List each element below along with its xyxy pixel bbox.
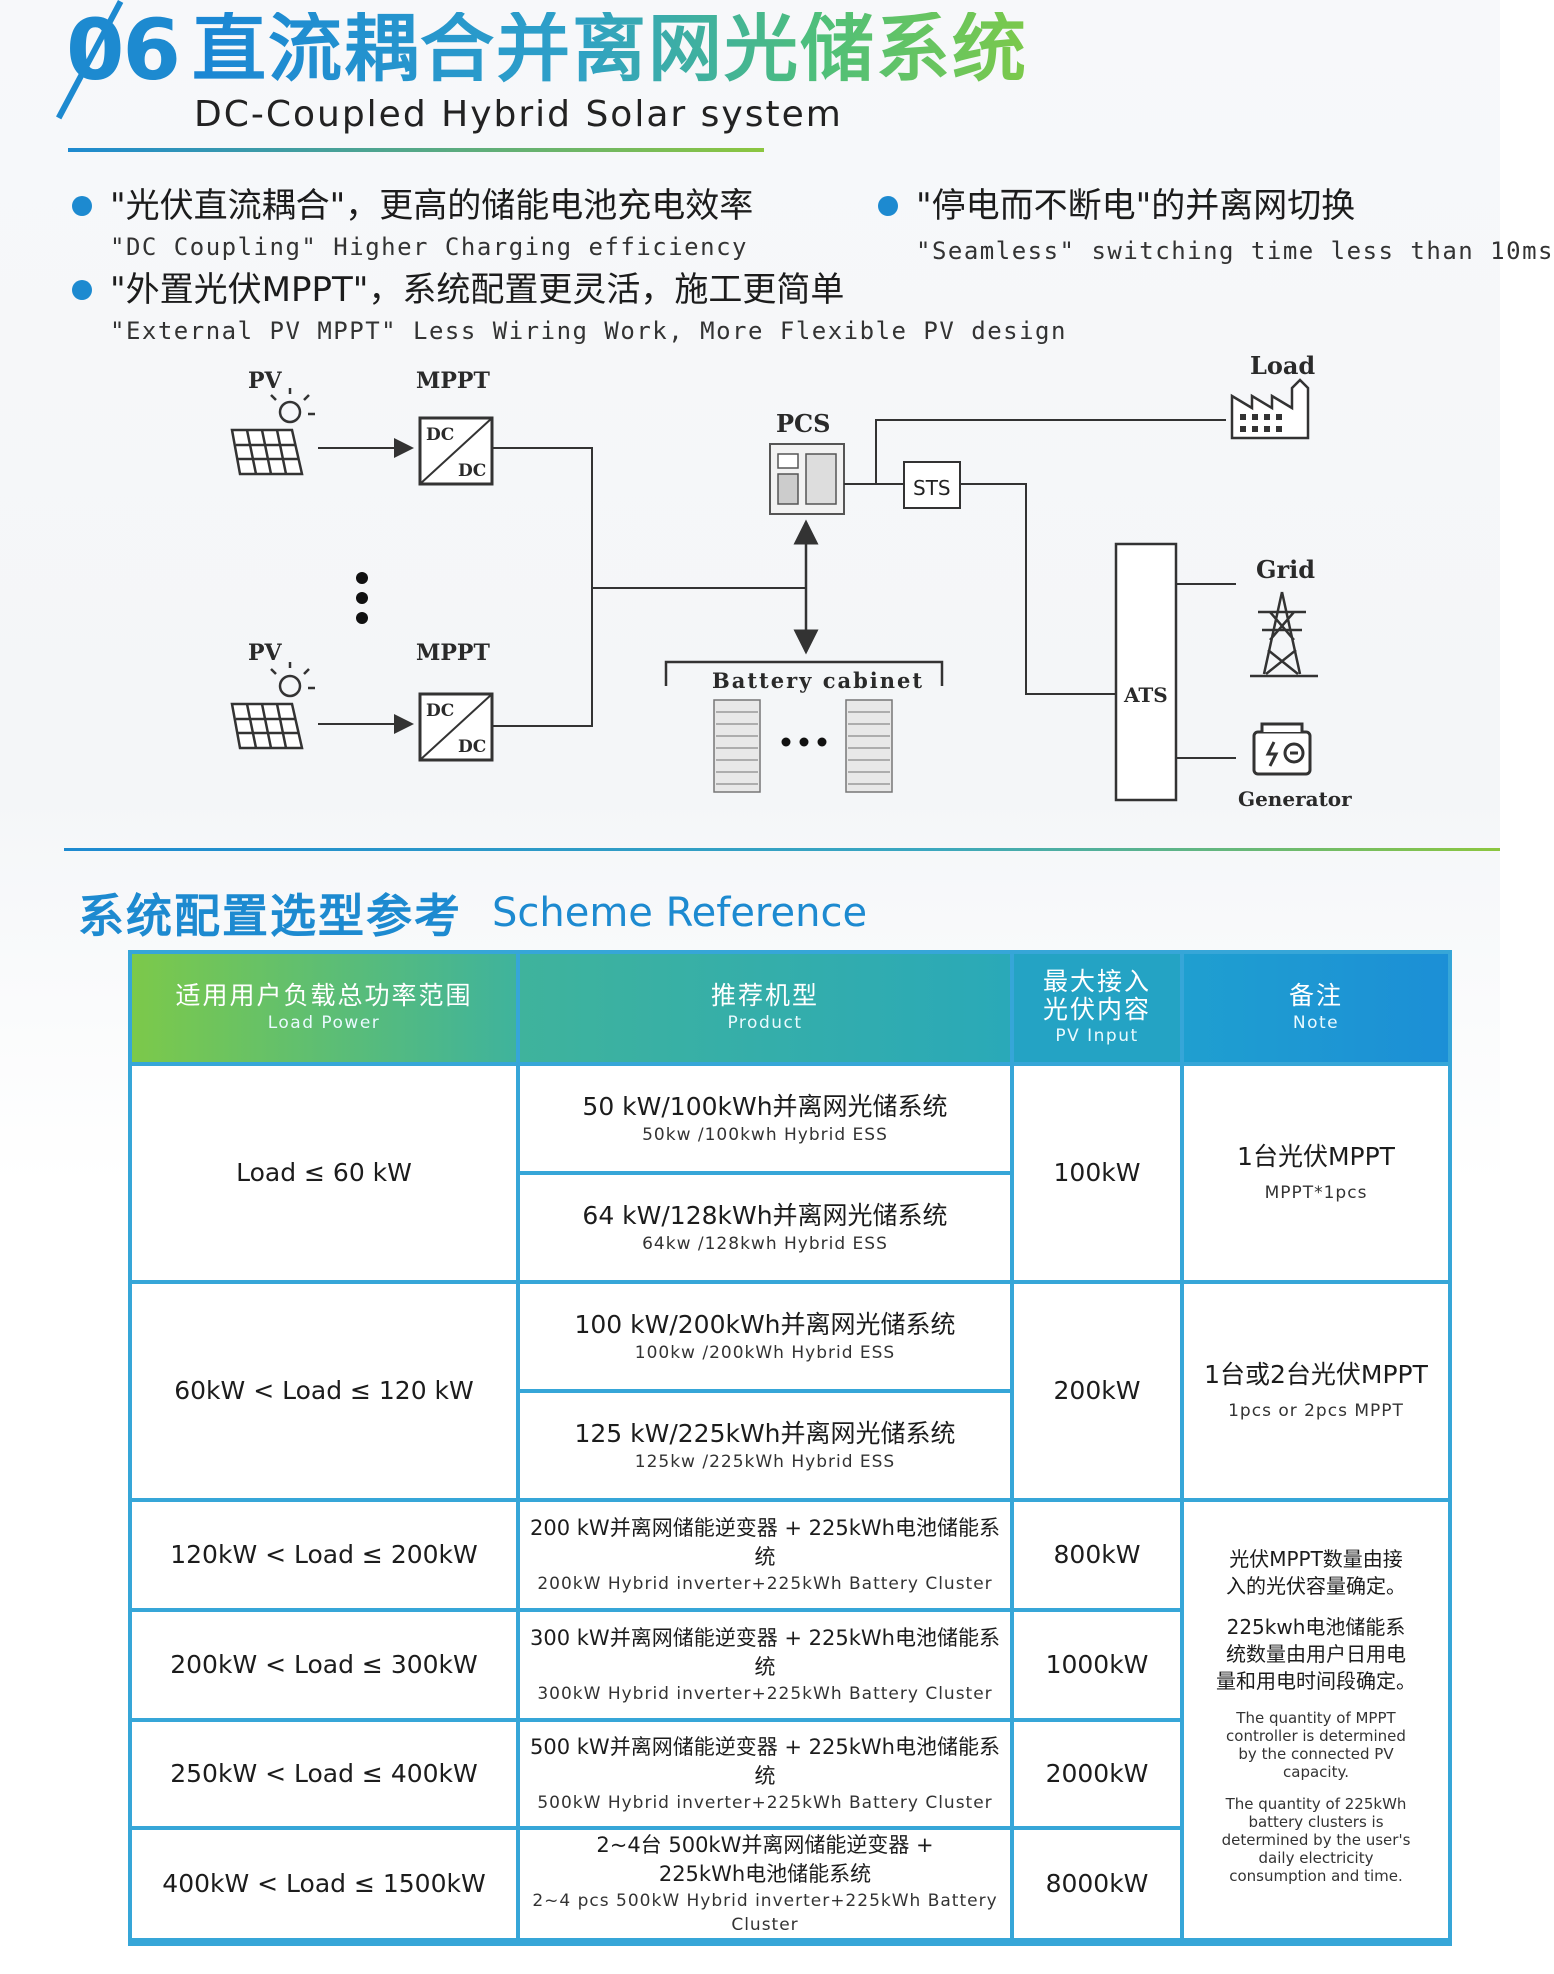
battery-rack-icon-right: [845, 699, 893, 793]
product-cell: 100 kW/200kWh并离网光储系统 100kw /200kWh Hybri…: [520, 1284, 1010, 1389]
product-cell: 200 kW并离网储能逆变器 + 225kWh电池储能系统 200kW Hybr…: [520, 1502, 1010, 1608]
load-label: Load: [1250, 351, 1315, 380]
sts-box: [903, 461, 961, 509]
grid-label: Grid: [1256, 555, 1315, 584]
product-cell: 500 kW并离网储能逆变器 + 225kWh电池储能系统 500kW Hybr…: [520, 1722, 1010, 1826]
more-pv-ellipsis-icon: [356, 572, 368, 624]
header-note: 备注 Note: [1184, 954, 1448, 1062]
pv-input-cell: 800kW: [1014, 1502, 1180, 1608]
table-row-load: 60kW < Load ≤ 120 kW: [132, 1284, 516, 1498]
feature-en: "DC Coupling" Higher Charging efficiency: [110, 233, 748, 261]
svg-text:DC: DC: [458, 737, 486, 757]
product-cell: 300 kW并离网储能逆变器 + 225kWh电池储能系统 300kW Hybr…: [520, 1612, 1010, 1718]
pv-input-cell: 200kW: [1014, 1284, 1180, 1498]
svg-text:DC: DC: [426, 425, 454, 445]
bullet-dot-icon: [72, 196, 92, 216]
mppt-label-top: MPPT: [416, 368, 490, 394]
note-cell-merged: 光伏MPPT数量由接 入的光伏容量确定。 225kwh电池储能系 统数量由用户日…: [1184, 1502, 1448, 1938]
solar-panel-icon-bottom: [230, 662, 315, 750]
feature-zh: "光伏直流耦合"，更高的储能电池充电效率: [110, 186, 754, 226]
product-cell: 50 kW/100kWh并离网光储系统 50kw /100kwh Hybrid …: [520, 1066, 1010, 1171]
feature-external-mppt: "外置光伏MPPT"，系统配置更灵活，施工更简单 "External PV MP…: [72, 266, 1067, 348]
feature-dc-coupling: "光伏直流耦合"，更高的储能电池充电效率 "DC Coupling" Highe…: [72, 182, 753, 264]
dc-dc-converter-icon-top: DC DC: [418, 416, 494, 486]
mppt-label-bottom: MPPT: [416, 640, 490, 666]
svg-text:DC: DC: [426, 701, 454, 721]
pv-label-top: PV: [248, 368, 283, 394]
table-row-load: Load ≤ 60 kW: [132, 1066, 516, 1280]
scheme-title-zh: 系统配置选型参考: [78, 889, 462, 943]
sts-label: STS: [913, 476, 951, 500]
pv-label-bottom: PV: [248, 640, 283, 666]
battery-rack-icon-left: [713, 699, 761, 793]
system-diagram: PV MPPT DC DC PV MPP: [230, 351, 1352, 811]
generator-icon: [1252, 722, 1312, 776]
battery-cabinet-label: Battery cabinet: [712, 668, 924, 693]
product-cell: 64 kW/128kWh并离网光储系统 64kw /128kwh Hybrid …: [520, 1175, 1010, 1280]
table-row-load: 120kW < Load ≤ 200kW: [132, 1502, 516, 1608]
page-title: 直流耦合并离网光储系统: [192, 6, 1028, 92]
bullet-dot-icon: [878, 196, 898, 216]
ats-box: [1114, 542, 1178, 802]
pcs-label: PCS: [776, 409, 830, 438]
header-product: 推荐机型 Product: [520, 954, 1010, 1062]
feature-zh: "外置光伏MPPT"，系统配置更灵活，施工更简单: [110, 270, 845, 310]
page-subtitle: DC-Coupled Hybrid Solar system: [194, 94, 843, 135]
table-row-load: 400kW < Load ≤ 1500kW: [132, 1830, 516, 1938]
header-underline: [68, 148, 764, 152]
pv-input-cell: 8000kW: [1014, 1830, 1180, 1938]
power-tower-grid-icon: [1250, 591, 1318, 678]
bullet-dot-icon: [72, 280, 92, 300]
factory-load-icon: [1230, 378, 1310, 440]
section-number: 06: [66, 1, 181, 99]
note-cell: 1台光伏MPPT MPPT*1pcs: [1184, 1066, 1448, 1280]
pv-input-cell: 100kW: [1014, 1066, 1180, 1280]
svg-text:DC: DC: [458, 461, 486, 481]
product-cell: 125 kW/225kWh并离网光储系统 125kw /225kWh Hybri…: [520, 1393, 1010, 1498]
section-divider: [64, 848, 1500, 851]
scheme-title-en: Scheme Reference: [492, 890, 868, 936]
solar-panel-icon-top: [230, 388, 315, 476]
header-load-power: 适用用户负载总功率范围 Load Power: [132, 954, 516, 1062]
dc-dc-converter-icon-bottom: DC DC: [418, 692, 494, 762]
table-row-load: 200kW < Load ≤ 300kW: [132, 1612, 516, 1718]
feature-seamless-switching: "停电而不断电"的并离网切换 "Seamless" switching time…: [878, 182, 1554, 268]
feature-zh: "停电而不断电"的并离网切换: [916, 186, 1356, 226]
scheme-reference-table: 适用用户负载总功率范围 Load Power 推荐机型 Product 最大接入…: [128, 950, 1452, 1946]
pv-input-cell: 2000kW: [1014, 1722, 1180, 1826]
pv-input-cell: 1000kW: [1014, 1612, 1180, 1718]
generator-label: Generator: [1238, 787, 1352, 811]
product-cell: 2~4台 500kW并离网储能逆变器 + 225kWh电池储能系统 2~4 pc…: [520, 1830, 1010, 1938]
feature-en: "External PV MPPT" Less Wiring Work, Mor…: [110, 317, 1067, 345]
note-cell: 1台或2台光伏MPPT 1pcs or 2pcs MPPT: [1184, 1284, 1448, 1498]
table-row-load: 250kW < Load ≤ 400kW: [132, 1722, 516, 1826]
ats-label: ATS: [1123, 683, 1168, 707]
header-pv-input: 最大接入光伏内容 PV Input: [1014, 954, 1180, 1062]
pcs-inverter-icon: [769, 443, 845, 515]
more-batteries-ellipsis-icon: [781, 737, 827, 747]
feature-en: "Seamless" switching time less than 10ms: [916, 237, 1554, 265]
